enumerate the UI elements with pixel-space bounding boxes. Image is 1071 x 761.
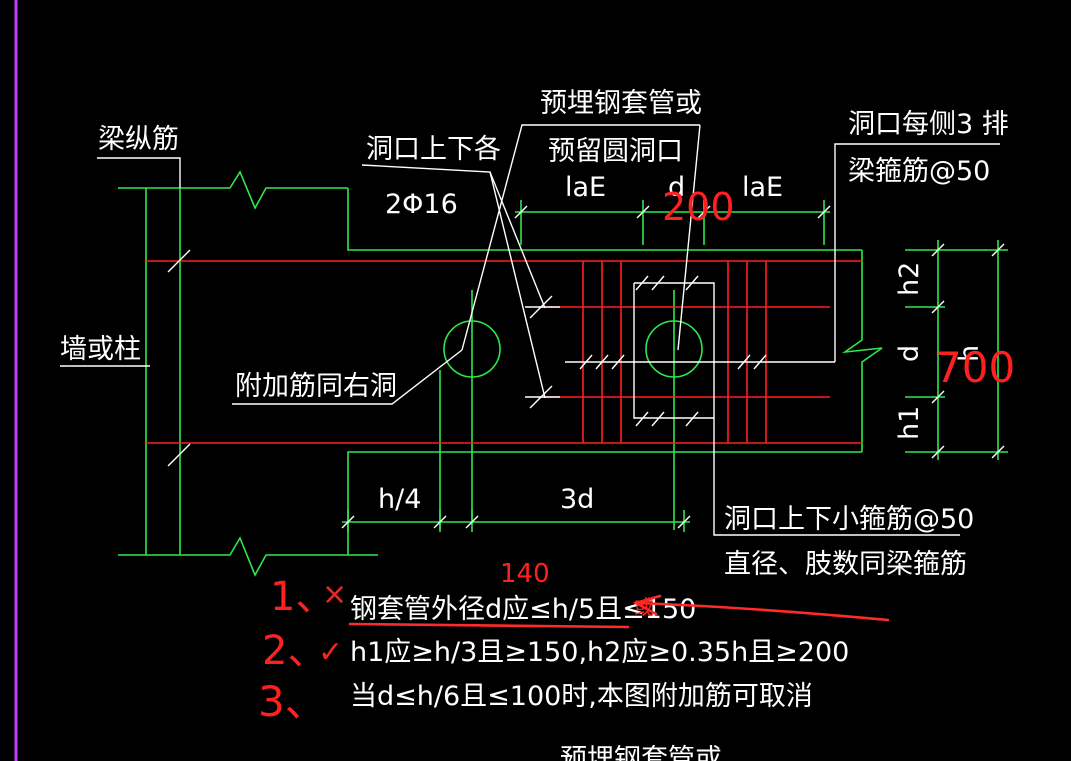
label-small-stirrup-line1: 洞口上下小箍筋@50: [724, 504, 974, 535]
markup-x: ×: [322, 577, 347, 612]
markup-700: 700: [935, 343, 1015, 392]
markup-num-3: 3、: [258, 677, 327, 726]
label-d-top: d: [668, 172, 685, 203]
rebar-group: [146, 260, 862, 444]
label-h1: h1: [894, 406, 925, 440]
label-2phi16: 2Φ16: [385, 189, 458, 220]
markup-or: 或: [634, 595, 654, 619]
markup-layer: [348, 594, 890, 629]
leader-lines: [60, 124, 1000, 536]
label-h2: h2: [894, 262, 925, 296]
label-hole-top-bottom: 洞口上下各: [366, 134, 501, 165]
label-additional-bars: 附加筋同右洞: [235, 371, 397, 402]
label-lae-right: laE: [742, 172, 783, 203]
bottom-partial-text: 预埋钢套管或: [560, 744, 722, 761]
markup-140: 140: [500, 559, 550, 589]
label-d-right: d: [894, 345, 925, 362]
label-h-quarter: h/4: [378, 484, 421, 515]
stirrup-ticks: [167, 249, 767, 467]
note-3: 当d≤h/6且≤100时,本图附加筋可取消: [350, 681, 813, 712]
note-2: h1应≥h/3且≥150,h2应≥0.35h且≥200: [350, 637, 849, 668]
markup-200: 200: [662, 185, 735, 229]
label-beam-longitudinal: 梁纵筋: [98, 124, 179, 155]
label-stirrup-line1: 洞口每侧3 排: [848, 109, 1009, 140]
label-3d: 3d: [560, 484, 594, 515]
note-1: 钢套管外径d应≤h/5且≤150: [350, 594, 696, 625]
markup-num-2: 2、: [262, 628, 327, 674]
label-lae-left: laE: [565, 172, 606, 203]
markup-check: ✓: [318, 635, 343, 670]
markup-num-1: 1、: [270, 574, 335, 620]
label-sleeve-line2: 预留圆洞口: [548, 136, 683, 167]
label-h: h: [954, 345, 985, 362]
label-sleeve-line1: 预埋钢套管或: [540, 88, 702, 119]
label-stirrup-line2: 梁箍筋@50: [848, 156, 990, 187]
label-wall-or-column: 墙或柱: [60, 334, 141, 365]
label-small-stirrup-line2: 直径、肢数同梁箍筋: [724, 549, 967, 580]
dimension-lines: [341, 200, 1008, 532]
